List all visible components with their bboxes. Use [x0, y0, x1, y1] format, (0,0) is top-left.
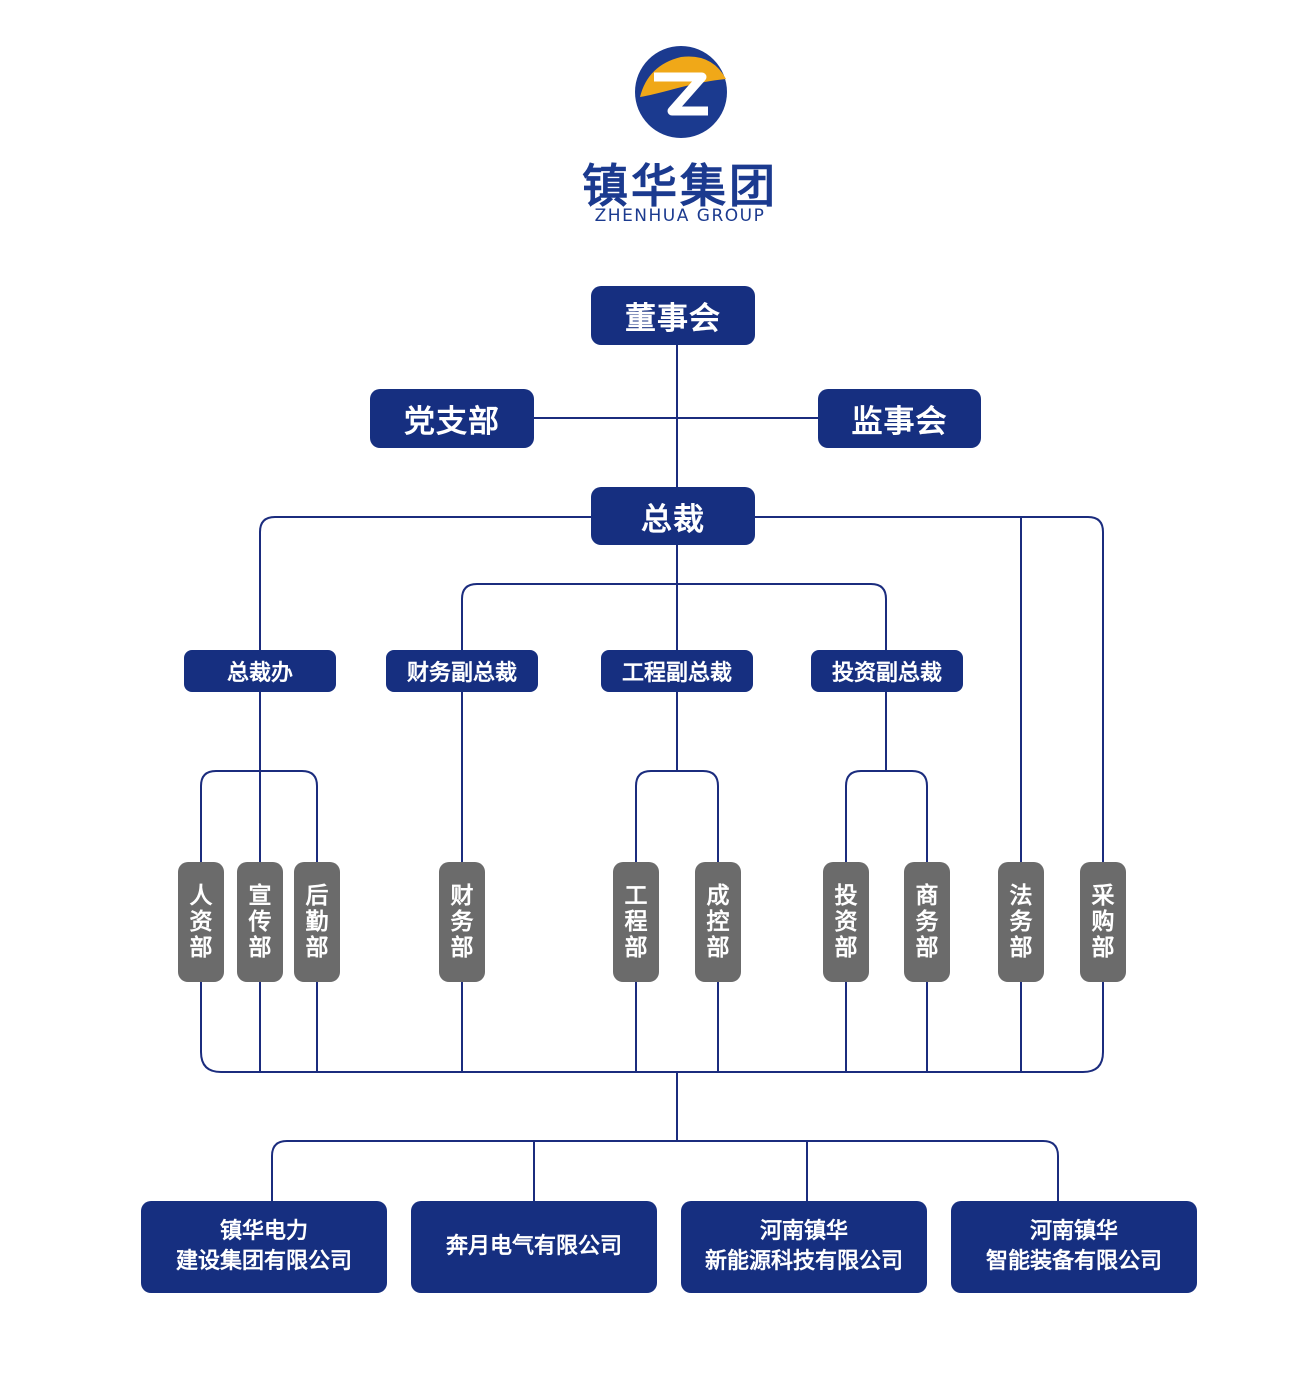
line-eng-bracket: [635, 770, 719, 862]
node-party-branch-label: 党支部: [404, 404, 500, 440]
dept-finance: 财务部: [439, 862, 485, 982]
dept-hr-label: 人资部: [189, 883, 213, 961]
node-investment-vp-label: 投资副总裁: [831, 661, 942, 686]
line-company-drops: [533, 1141, 808, 1201]
dept-investment-label: 投资部: [834, 883, 858, 961]
dept-cost-control: 成控部: [695, 862, 741, 982]
line-president-procurement: [754, 516, 1104, 862]
line-vp-bus: [461, 583, 887, 650]
dept-publicity: 宣传部: [237, 862, 283, 982]
node-president: 总裁: [591, 487, 755, 545]
dept-publicity-label: 宣传部: [248, 883, 272, 961]
node-engineering-vp-label: 工程副总裁: [621, 661, 732, 686]
line-companies-bus: [271, 1140, 1059, 1201]
company-zhenhua-power-line1: 镇华电力: [219, 1219, 308, 1244]
line-bottom-drops: [259, 982, 1022, 1072]
line-inv-bracket: [845, 770, 928, 862]
logo-name-cn: 镇华集团: [582, 159, 778, 213]
company-henan-intelligent-equipment: 河南镇华 智能装备有限公司: [951, 1201, 1197, 1293]
node-finance-vp: 财务副总裁: [386, 650, 538, 692]
node-board-label: 董事会: [625, 301, 721, 337]
company-zhenhua-power-line2: 建设集团有限公司: [175, 1249, 352, 1274]
node-president-label: 总裁: [641, 501, 705, 538]
node-finance-vp-label: 财务副总裁: [406, 661, 517, 686]
node-president-office: 总裁办: [184, 650, 336, 692]
dept-legal: 法务部: [998, 862, 1044, 982]
dept-engineering-label: 工程部: [624, 883, 648, 961]
node-supervisory-board-label: 监事会: [851, 404, 948, 440]
company-henan-intelligent-equipment-line1: 河南镇华: [1029, 1219, 1118, 1244]
dept-procurement-label: 采购部: [1091, 883, 1115, 961]
company-benyue-electric: 奔月电气有限公司: [411, 1201, 657, 1293]
line-president-office: [259, 516, 592, 650]
dept-investment: 投资部: [823, 862, 869, 982]
dept-logistics-label: 后勤部: [305, 883, 329, 961]
node-supervisory-board: 监事会: [818, 389, 981, 448]
node-board: 董事会: [591, 286, 755, 345]
line-bottom-bus: [200, 982, 1104, 1073]
dept-business-label: 商务部: [915, 883, 939, 961]
node-engineering-vp: 工程副总裁: [601, 650, 753, 692]
company-henan-new-energy-line2: 新能源科技有限公司: [704, 1249, 903, 1274]
node-investment-vp: 投资副总裁: [811, 650, 963, 692]
node-president-office-label: 总裁办: [226, 661, 293, 686]
dept-engineering: 工程部: [613, 862, 659, 982]
line-office-group: [200, 770, 318, 862]
dept-finance-label: 财务部: [450, 883, 474, 961]
company-zhenhua-power: 镇华电力 建设集团有限公司: [141, 1201, 387, 1293]
company-henan-new-energy: 河南镇华 新能源科技有限公司: [681, 1201, 927, 1293]
dept-procurement: 采购部: [1080, 862, 1126, 982]
logo-name-en: ZHENHUA GROUP: [594, 206, 766, 226]
dept-hr: 人资部: [178, 862, 224, 982]
company-henan-new-energy-line1: 河南镇华: [759, 1219, 848, 1244]
company-henan-intelligent-equipment-line2: 智能装备有限公司: [985, 1249, 1162, 1274]
dept-logistics: 后勤部: [294, 862, 340, 982]
company-benyue-electric-line1: 奔月电气有限公司: [445, 1234, 622, 1259]
dept-legal-label: 法务部: [1009, 883, 1033, 961]
dept-business: 商务部: [904, 862, 950, 982]
node-party-branch: 党支部: [370, 389, 534, 448]
dept-cost-control-label: 成控部: [706, 883, 730, 961]
zhenhua-logo-icon: [635, 46, 727, 138]
